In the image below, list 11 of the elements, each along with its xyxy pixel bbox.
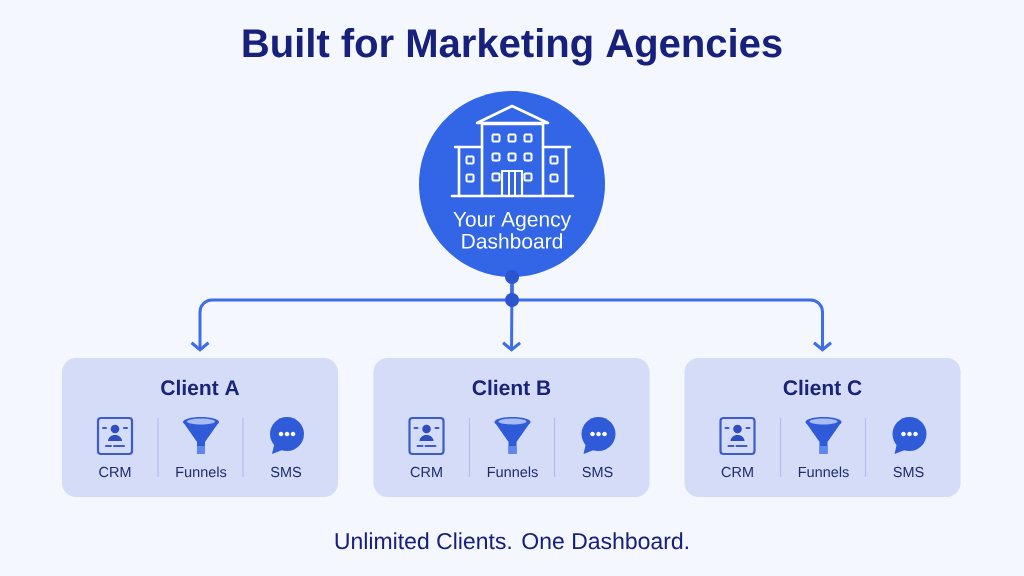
- caption: Unlimited Clients. One Dashboard.: [335, 532, 688, 550]
- icon-label: CRM: [721, 466, 753, 478]
- icon-label: SMS: [582, 466, 613, 478]
- icon-label: SMS: [893, 466, 924, 478]
- icon-label: CRM: [410, 466, 442, 478]
- title: Built for Marketing Agencies: [243, 28, 782, 66]
- icon-label: Funnels: [487, 466, 538, 478]
- icon-label: SMS: [270, 466, 302, 478]
- icon-label: Funnels: [798, 466, 849, 478]
- icon-label: CRM: [99, 466, 131, 478]
- icon-label: Funnels: [176, 466, 227, 478]
